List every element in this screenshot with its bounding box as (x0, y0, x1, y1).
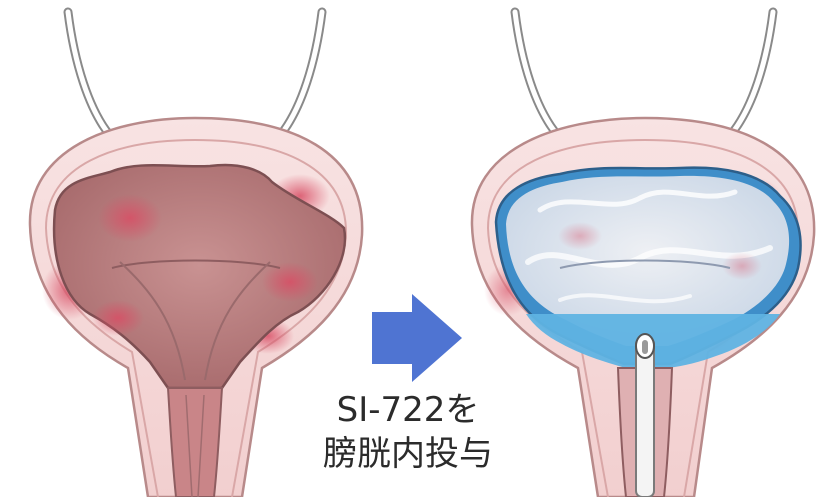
right-bladder-treated (470, 7, 816, 497)
right-ureter-right-inner (725, 9, 776, 141)
right-swirl-3 (558, 293, 692, 304)
figure-caption: SI-722を 膀胱内投与 (288, 388, 528, 476)
right-ureter-left-inner (512, 9, 563, 141)
right-ureter-right (723, 7, 778, 143)
right-swirl-1 (537, 189, 738, 213)
caption-line-1: SI-722を (336, 390, 480, 430)
right-ureter-left (510, 7, 565, 143)
right-trigone (559, 259, 731, 269)
left-fold-2 (204, 261, 271, 381)
left-ureter-right-inner (275, 9, 325, 141)
catheter-icon (635, 333, 655, 497)
left-ureter-left-inner (65, 9, 115, 141)
right-arrow-icon (372, 294, 462, 382)
left-fold-1 (119, 261, 186, 381)
left-ureter-left (63, 7, 117, 143)
left-urethra (166, 387, 224, 497)
right-lumen-spot-2 (722, 252, 762, 280)
left-bladder-inflamed (28, 7, 364, 497)
right-lumen-spot-1 (558, 222, 602, 250)
left-urethra-fold (185, 394, 205, 497)
left-trigone (111, 259, 281, 269)
left-ureter-right (273, 7, 327, 143)
left-lumen-spot-2 (262, 262, 318, 302)
right-swirl-2 (525, 245, 773, 268)
caption-line-2: 膀胱内投与 (323, 434, 493, 474)
left-lumen-spot-3 (92, 300, 144, 336)
left-lumen-spot-1 (98, 194, 162, 242)
